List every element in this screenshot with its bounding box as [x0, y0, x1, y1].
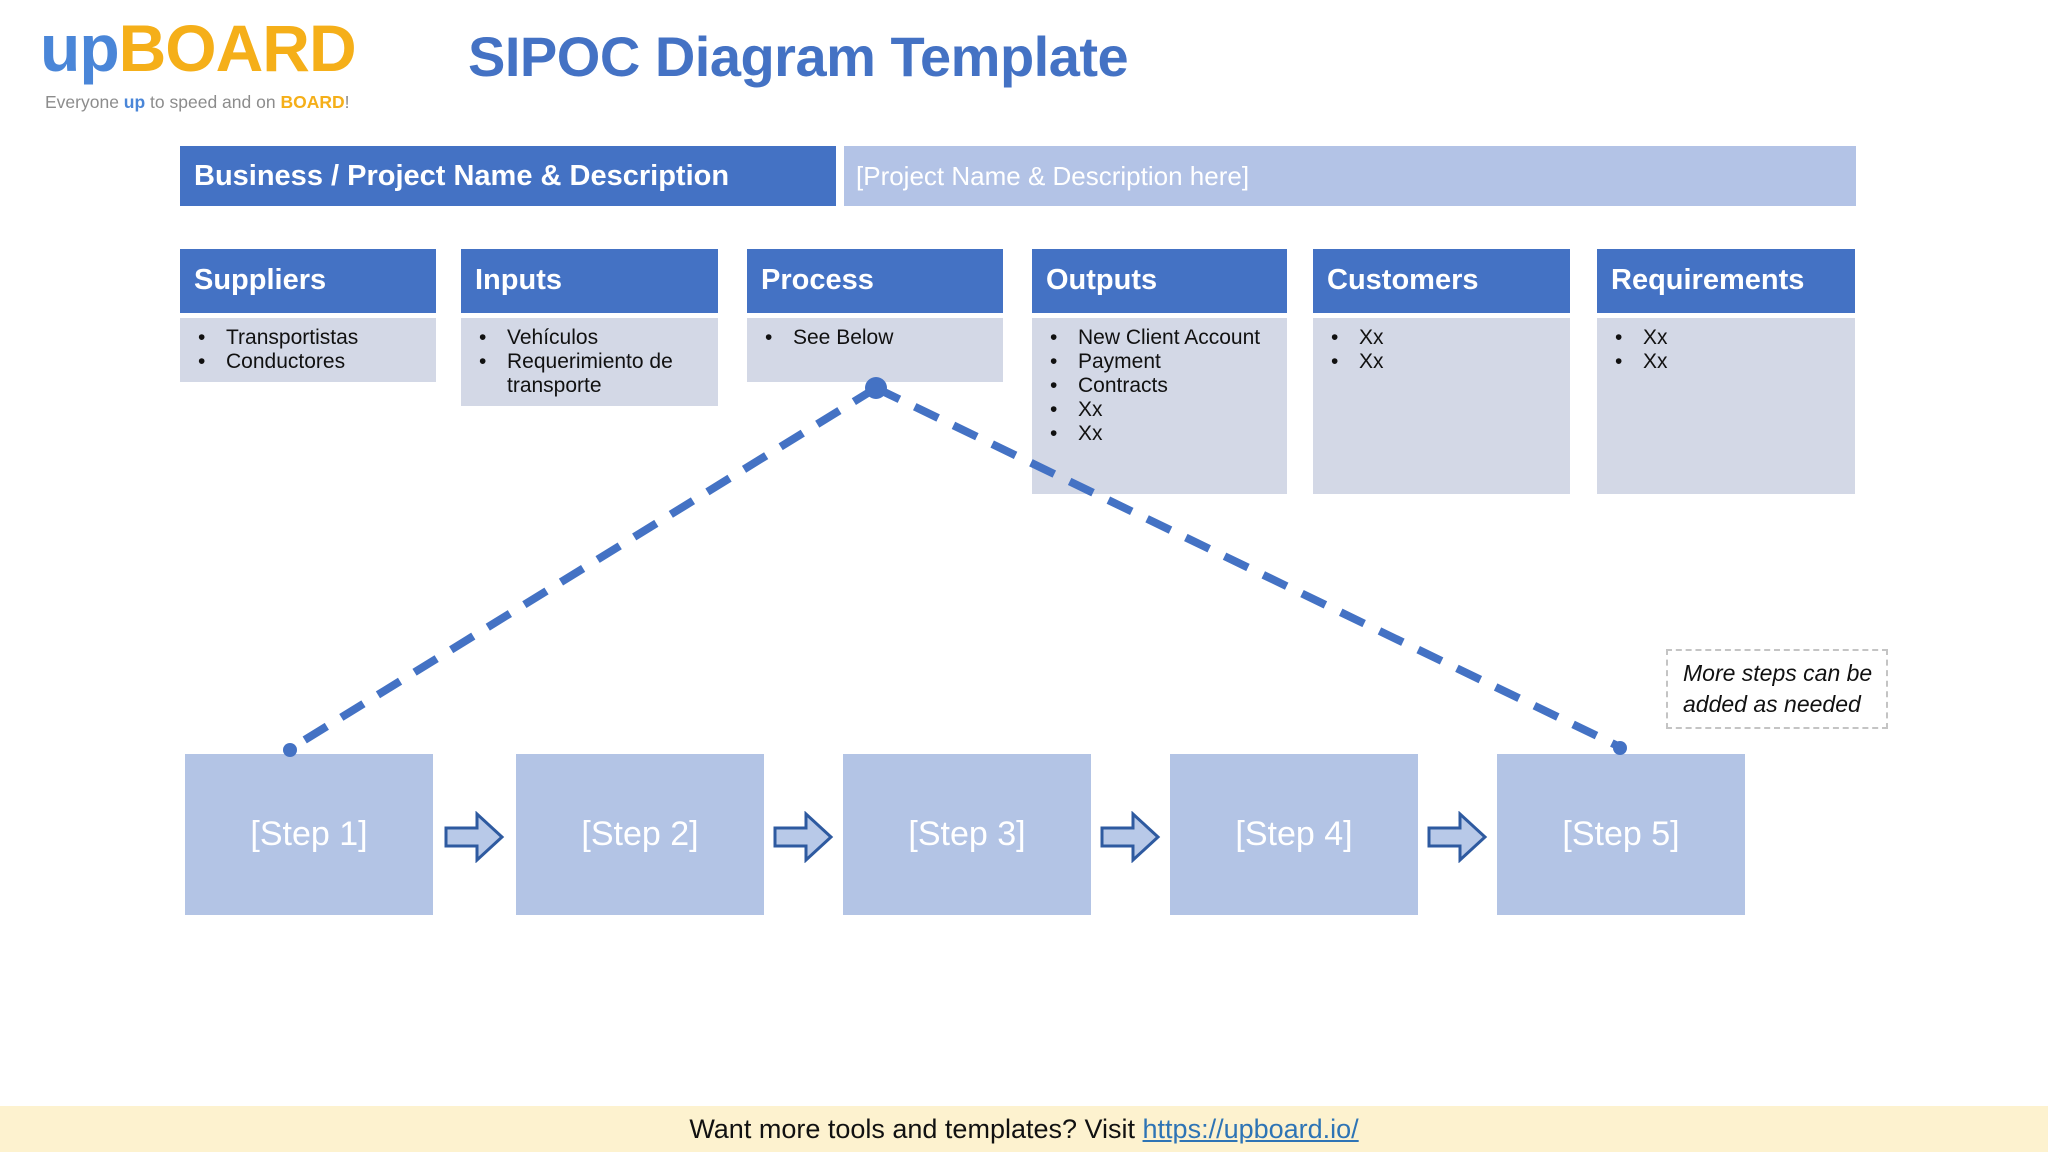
list-item: Xx	[1032, 422, 1281, 446]
project-name-label: Business / Project Name & Description	[180, 146, 836, 206]
logo-text-board: BOARD	[118, 11, 357, 85]
bullet-list: XxXx	[1597, 326, 1849, 374]
column-body-customers[interactable]: XxXx	[1313, 318, 1570, 494]
list-item: Payment	[1032, 350, 1281, 374]
logo-text-up: up	[40, 11, 120, 85]
step-box-4[interactable]: [Step 4]	[1170, 754, 1418, 915]
tagline-part: to speed and on	[145, 92, 281, 112]
tagline-part: Everyone	[45, 92, 124, 112]
list-item: See Below	[747, 326, 997, 350]
footer-banner: Want more tools and templates? Visit htt…	[0, 1106, 2048, 1152]
list-item: Xx	[1597, 350, 1849, 374]
column-requirements: Requirements XxXx	[1597, 249, 1855, 494]
list-item: Conductores	[180, 350, 430, 374]
column-header-suppliers: Suppliers	[180, 249, 436, 313]
list-item: Vehículos	[461, 326, 712, 350]
column-outputs: Outputs New Client AccountPaymentContrac…	[1032, 249, 1287, 494]
step-box-3[interactable]: [Step 3]	[843, 754, 1091, 915]
list-item: Transportistas	[180, 326, 430, 350]
bullet-list: TransportistasConductores	[180, 326, 430, 374]
list-item: Contracts	[1032, 374, 1281, 398]
page-title: SIPOC Diagram Template	[468, 25, 1129, 88]
right-arrow-icon	[1427, 811, 1488, 863]
right-arrow-icon	[1100, 811, 1161, 863]
column-body-inputs[interactable]: VehículosRequerimiento de transporte	[461, 318, 718, 406]
right-arrow-icon	[773, 811, 834, 863]
bullet-list: See Below	[747, 326, 997, 350]
tagline-part: up	[123, 92, 146, 112]
list-item: New Client Account	[1032, 326, 1281, 350]
column-suppliers: Suppliers TransportistasConductores	[180, 249, 436, 382]
list-item: Requerimiento de transporte	[461, 350, 712, 398]
column-header-requirements: Requirements	[1597, 249, 1855, 313]
upboard-logo: upBOARD Everyone up to speed and on BOAR…	[40, 0, 357, 112]
column-body-suppliers[interactable]: TransportistasConductores	[180, 318, 436, 382]
connector-end-dot-right	[1613, 741, 1627, 755]
column-header-process: Process	[747, 249, 1003, 313]
list-item: Xx	[1313, 326, 1564, 350]
column-header-outputs: Outputs	[1032, 249, 1287, 313]
column-body-requirements[interactable]: XxXx	[1597, 318, 1855, 494]
column-inputs: Inputs VehículosRequerimiento de transpo…	[461, 249, 718, 406]
footer-text: Want more tools and templates? Visit	[689, 1114, 1143, 1144]
step-box-5[interactable]: [Step 5]	[1497, 754, 1745, 915]
bullet-list: XxXx	[1313, 326, 1564, 374]
column-customers: Customers XxXx	[1313, 249, 1570, 494]
column-body-process[interactable]: See Below	[747, 318, 1003, 382]
bullet-list: New Client AccountPaymentContractsXxXx	[1032, 326, 1281, 446]
tagline-part: BOARD	[280, 92, 345, 112]
list-item: Xx	[1313, 350, 1564, 374]
column-body-outputs[interactable]: New Client AccountPaymentContractsXxXx	[1032, 318, 1287, 494]
logo-wordmark: upBOARD	[40, 0, 357, 96]
bullet-list: VehículosRequerimiento de transporte	[461, 326, 712, 398]
more-steps-note: More steps can be added as needed	[1666, 649, 1888, 729]
list-item: Xx	[1597, 326, 1849, 350]
list-item: Xx	[1032, 398, 1281, 422]
step-box-1[interactable]: [Step 1]	[185, 754, 433, 915]
upboard-link[interactable]: https://upboard.io/	[1142, 1114, 1359, 1144]
right-arrow-icon	[444, 811, 505, 863]
column-process: Process See Below	[747, 249, 1003, 382]
logo-tagline: Everyone up to speed and on BOARD!	[45, 92, 349, 113]
step-box-2[interactable]: [Step 2]	[516, 754, 764, 915]
column-header-customers: Customers	[1313, 249, 1570, 313]
column-header-inputs: Inputs	[461, 249, 718, 313]
dashed-line-left	[287, 384, 879, 753]
tagline-part: !	[344, 92, 350, 112]
project-name-value-field[interactable]: [Project Name & Description here]	[844, 146, 1856, 206]
